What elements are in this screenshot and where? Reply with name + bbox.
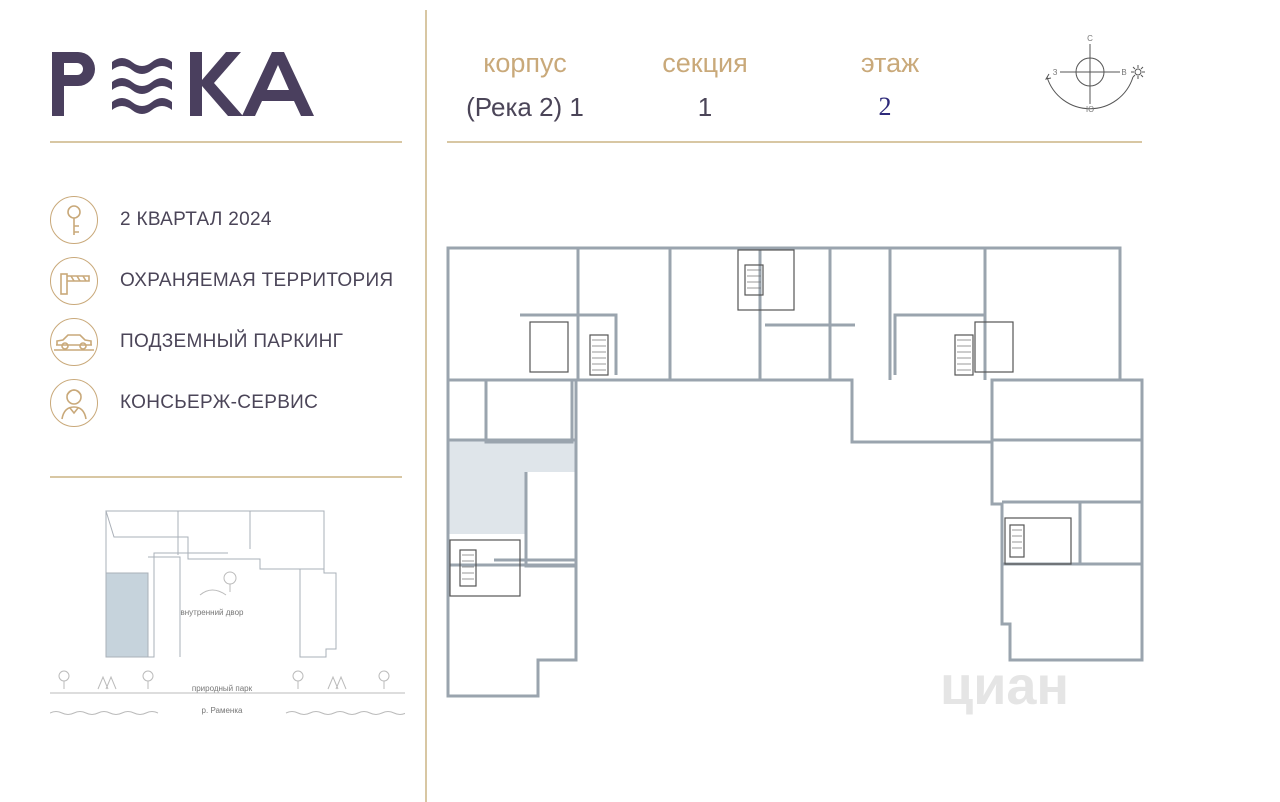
- compass-s: Ю: [1086, 105, 1094, 114]
- feature-item: ПОДЗЕМНЫЙ ПАРКИНГ: [50, 316, 410, 368]
- compass-e: В: [1121, 68, 1126, 77]
- section-value: 1: [697, 92, 713, 122]
- watermark: циан: [940, 656, 1070, 716]
- highlighted-section: [105, 572, 149, 658]
- vertical-divider: [425, 10, 427, 802]
- park-label: природный парк: [192, 684, 253, 693]
- corpus-value: (Река 2) 1: [466, 92, 584, 122]
- feature-item: КОНСЬЕРЖ-СЕРВИС: [50, 377, 410, 429]
- divider: [50, 476, 402, 478]
- compass-n: С: [1087, 34, 1093, 43]
- highlighted-apartment[interactable]: [448, 440, 576, 534]
- divider: [447, 141, 1142, 143]
- compass-w: З: [1053, 68, 1058, 77]
- feature-item: ОХРАНЯЕМАЯ ТЕРРИТОРИЯ: [50, 255, 410, 307]
- reka-logo: [52, 52, 314, 116]
- site-plan: внутренний двор природный парк р. Раменк…: [50, 510, 405, 715]
- divider: [50, 141, 402, 143]
- corpus-label: корпус: [483, 48, 567, 78]
- floor-value: 2: [878, 92, 892, 121]
- feature-label: ПОДЗЕМНЫЙ ПАРКИНГ: [120, 331, 344, 352]
- feature-label: ОХРАНЯЕМАЯ ТЕРРИТОРИЯ: [120, 270, 394, 291]
- floor-label: этаж: [860, 48, 920, 78]
- key-icon: [50, 196, 98, 244]
- car-icon: [50, 318, 98, 366]
- feature-item: 2 КВАРТАЛ 2024: [50, 194, 410, 246]
- river-label: р. Раменка: [202, 706, 243, 715]
- barrier-icon: [50, 257, 98, 305]
- floor-plan: [446, 246, 1144, 698]
- courtyard-label: внутренний двор: [181, 608, 245, 617]
- concierge-icon: [50, 379, 98, 427]
- compass-icon: С Ю З В: [1044, 34, 1145, 114]
- section-label: секция: [662, 48, 748, 78]
- feature-label: КОНСЬЕРЖ-СЕРВИС: [120, 392, 319, 413]
- feature-label: 2 КВАРТАЛ 2024: [120, 209, 272, 230]
